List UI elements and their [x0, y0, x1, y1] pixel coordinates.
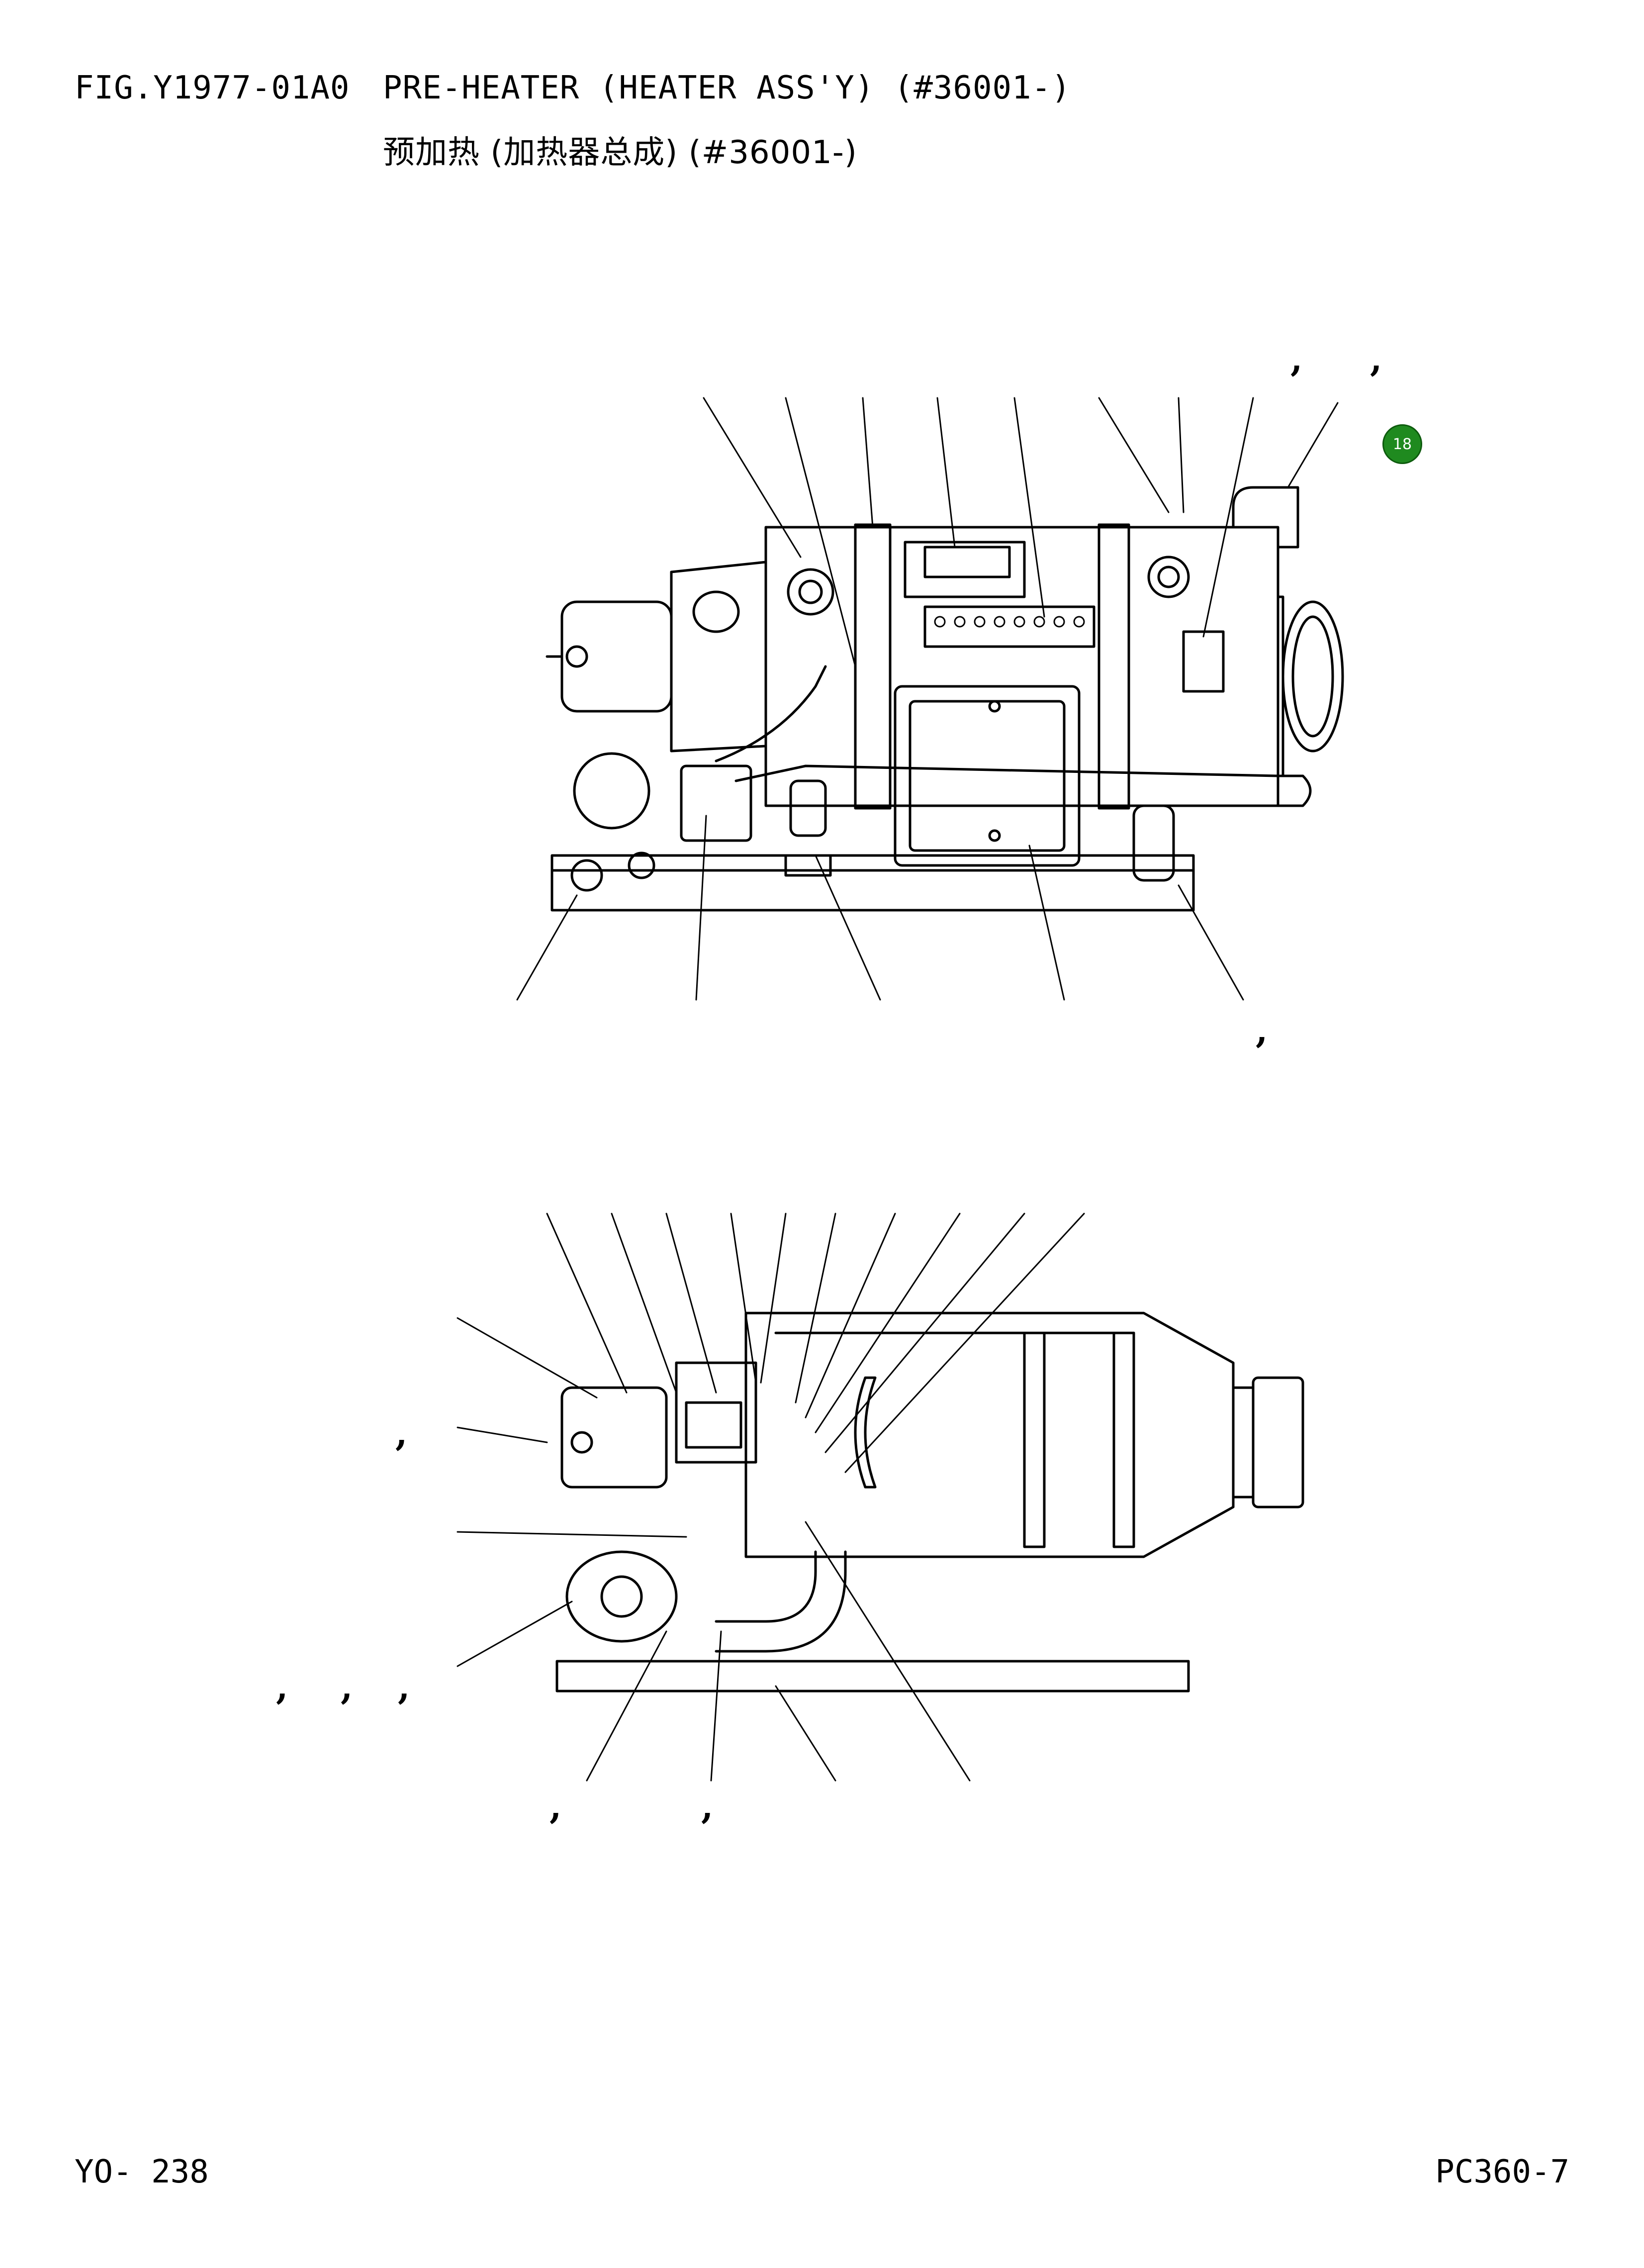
burner-head — [675, 1361, 757, 1464]
lower-motor — [560, 1386, 668, 1489]
callout-separator: , — [398, 1666, 410, 1707]
callout-separator: , — [276, 1666, 288, 1707]
callout-separator: , — [395, 1413, 408, 1454]
callout-separator: , — [549, 1786, 562, 1827]
water-separator — [1132, 804, 1175, 882]
lower-base-frame — [555, 1660, 1190, 1693]
title-english: PRE-HEATER (HEATER ASS'Y) (#36001-) — [383, 70, 1071, 106]
upper-leader-lines-top — [703, 397, 1339, 667]
combustion-chamber — [744, 1312, 1235, 1558]
fuel-filter — [789, 779, 827, 837]
callout-separator: , — [1290, 338, 1303, 379]
lower-fuel-pump — [565, 1550, 678, 1643]
upper-leader-lines-bottom — [516, 815, 1244, 1001]
callout-separator: , — [1370, 338, 1382, 379]
upper-main-body — [764, 526, 1279, 807]
callout-separator: , — [1256, 1010, 1268, 1051]
upper-view — [516, 397, 1344, 1001]
terminal-strip — [923, 605, 1096, 648]
fuel-pipe — [734, 764, 1312, 807]
blower-housing — [670, 561, 767, 753]
lower-leader-lines — [457, 1213, 1085, 1782]
callout-separator: , — [341, 1666, 353, 1707]
control-box — [894, 685, 1081, 867]
lower-view — [457, 1213, 1304, 1782]
motor — [560, 600, 673, 713]
fuel-pump — [573, 752, 650, 830]
callout-badge[interactable]: 18 — [1382, 424, 1422, 464]
lower-outlet — [1232, 1386, 1255, 1499]
figure-code: FIG.Y1977-01A0 — [75, 70, 350, 106]
upper-base-frame — [550, 854, 1195, 912]
title-chinese: 预加热 (加热器总成) (#36001-) — [383, 134, 857, 171]
outlet-flange — [1281, 600, 1344, 753]
callout-separator: , — [701, 1786, 714, 1827]
page-number: YO- 238 — [75, 2154, 209, 2190]
machine-model: PC360-7 — [1435, 2154, 1569, 2190]
